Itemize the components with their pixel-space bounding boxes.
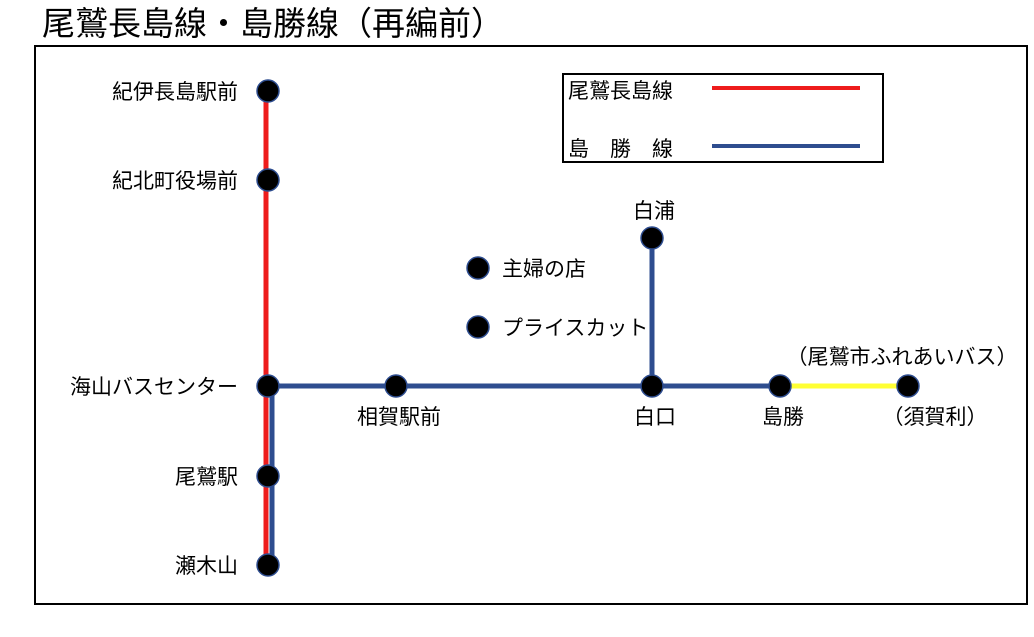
stop-seginoyama — [256, 553, 280, 577]
label-seginoyama: 瀬木山 — [175, 554, 238, 578]
label-shiroguchi: 白口 — [634, 405, 676, 429]
label-umiyama-bus-center: 海山バスセンター — [70, 375, 238, 399]
map-frame — [34, 45, 1028, 605]
stop-price-cut — [466, 315, 490, 339]
page-title: 尾鷲長島線・島勝線（再編前） — [42, 4, 504, 43]
stop-shiroguchi — [640, 374, 664, 398]
label-community-bus: （尾鷲市ふれあいバス） — [787, 345, 1018, 369]
stop-aiga-eki-mae — [384, 374, 408, 398]
stop-kihoku-town-office-mae — [256, 168, 280, 192]
legend-label-owase-nagashima: 尾鷲長島線 — [568, 79, 673, 103]
legend-label-shimakatsu: 島 勝 線 — [568, 137, 673, 161]
label-price-cut: プライスカット — [502, 316, 648, 340]
stop-shiraura — [640, 226, 664, 250]
stop-shufu-no-mise — [466, 256, 490, 280]
label-shiraura: 白浦 — [633, 199, 675, 223]
stop-shimakatsu — [768, 374, 792, 398]
stop-umiyama-bus-center — [256, 374, 280, 398]
label-sugari: （須賀利） — [883, 405, 988, 429]
label-shufu-no-mise: 主婦の店 — [502, 257, 586, 281]
label-shimakatsu: 島勝 — [762, 405, 804, 429]
label-owase-eki: 尾鷲駅 — [175, 465, 238, 489]
label-kii-nagashima-eki-mae: 紀伊長島駅前 — [112, 80, 238, 104]
label-aiga-eki-mae: 相賀駅前 — [357, 405, 441, 429]
stop-kii-nagashima-eki-mae — [256, 79, 280, 103]
stop-sugari — [896, 374, 920, 398]
stop-owase-eki — [256, 464, 280, 488]
label-kihoku-town-office-mae: 紀北町役場前 — [112, 169, 238, 193]
legend: 尾鷲長島線 島 勝 線 — [562, 73, 884, 163]
